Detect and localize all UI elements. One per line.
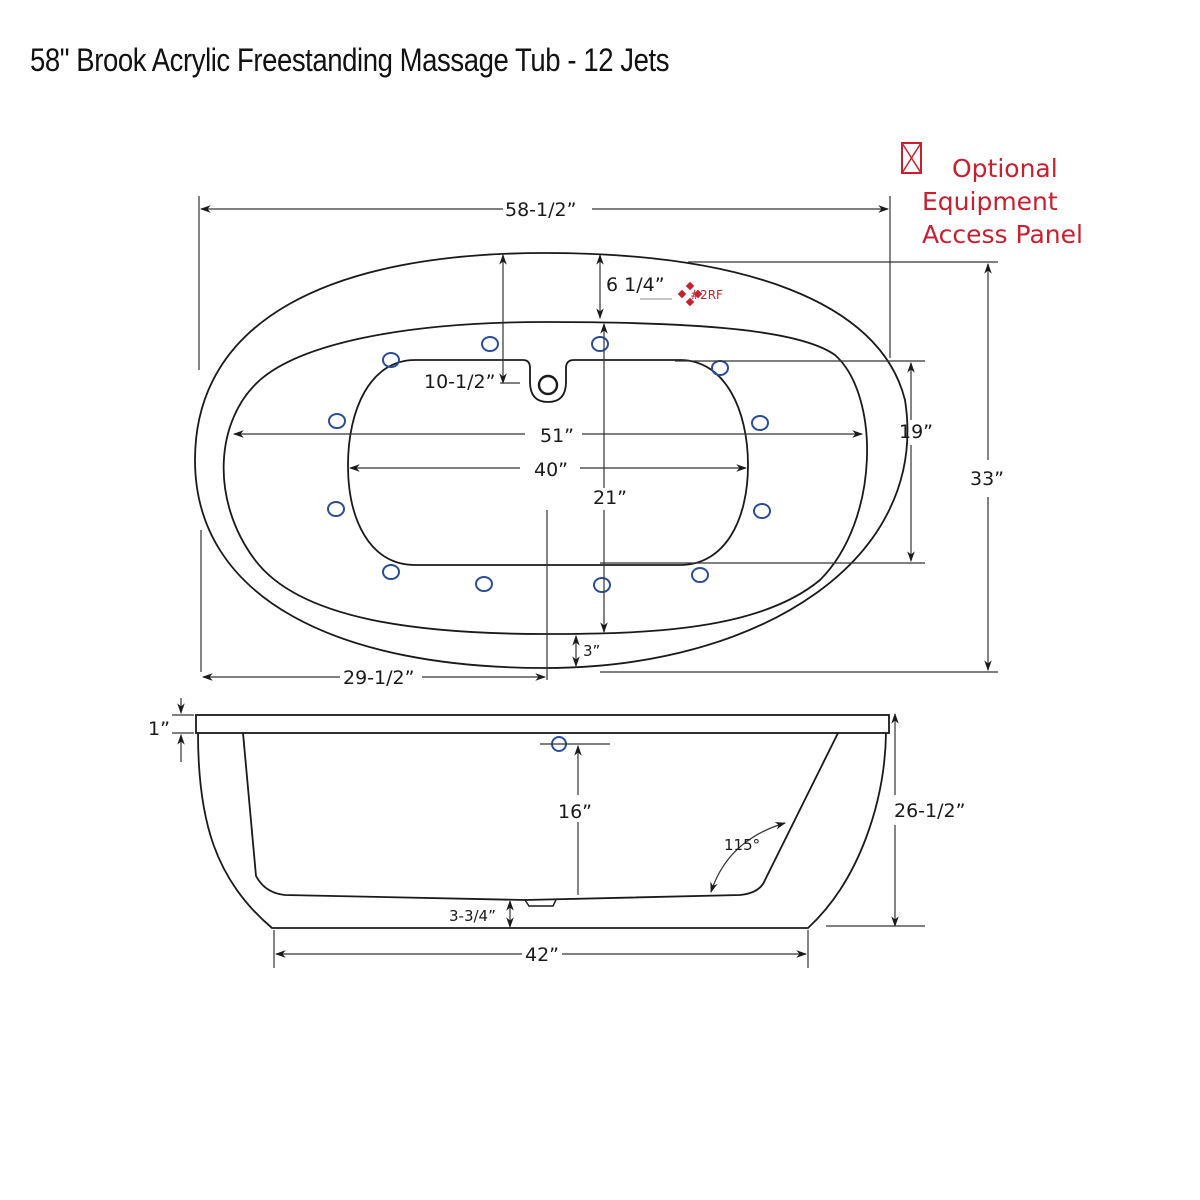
jet-icon bbox=[475, 576, 493, 592]
dim-rim-width: 6 1/4” bbox=[606, 274, 665, 296]
dim-bottom-rim: 3” bbox=[583, 642, 600, 660]
x-box-icon bbox=[901, 142, 922, 174]
dim-floor-thickness: 3-3/4” bbox=[449, 907, 496, 925]
jets bbox=[327, 336, 771, 593]
dim-interior-width: 21” bbox=[593, 487, 627, 509]
inner-basin-outline bbox=[242, 732, 839, 901]
jet-icon bbox=[328, 413, 346, 429]
marker-label: #2RF bbox=[690, 288, 723, 302]
dim-overall-height: 26-1/2” bbox=[894, 800, 965, 822]
dim-drain-offset: 10-1/2” bbox=[424, 371, 495, 393]
dim-rim-thickness: 1” bbox=[148, 718, 170, 740]
dim-base-length: 42” bbox=[525, 944, 559, 966]
dim-floor-length: 40” bbox=[534, 459, 568, 481]
dim-interior-length: 51” bbox=[540, 425, 574, 447]
jet-icon bbox=[711, 360, 729, 376]
jet-icon bbox=[591, 336, 609, 352]
drain-outline bbox=[524, 899, 557, 907]
jet-icon bbox=[593, 577, 611, 593]
side-view bbox=[195, 714, 890, 929]
dim-overall-length: 58-1/2” bbox=[505, 199, 576, 221]
dim-backrest-angle: 115° bbox=[724, 836, 760, 854]
access-panel-legend: Optional Equipment Access Panel bbox=[901, 142, 1083, 249]
legend-line-1: Optional bbox=[952, 154, 1058, 183]
legend-line-2: Equipment bbox=[922, 187, 1058, 216]
jet-icon bbox=[481, 336, 499, 352]
rim-outline bbox=[195, 714, 890, 734]
inner-rim-outline bbox=[222, 321, 868, 635]
outer-shell-outline bbox=[197, 732, 887, 929]
top-view bbox=[194, 252, 909, 669]
drain-icon bbox=[537, 374, 559, 396]
jet-icon bbox=[327, 501, 345, 517]
diamond-cluster-icon bbox=[677, 281, 703, 307]
jet-icon bbox=[382, 352, 400, 368]
floor-outline bbox=[347, 359, 749, 566]
legend-line-3: Access Panel bbox=[922, 220, 1083, 249]
dim-floor-width: 19” bbox=[899, 421, 933, 443]
dim-jet-height: 16” bbox=[558, 801, 592, 823]
dim-overall-width: 33” bbox=[970, 468, 1004, 490]
page-title: 58" Brook Acrylic Freestanding Massage T… bbox=[30, 42, 670, 78]
outer-rim-outline bbox=[194, 252, 909, 669]
jet-icon bbox=[751, 415, 769, 431]
jet-icon bbox=[691, 567, 709, 583]
jet-icon bbox=[382, 564, 400, 580]
jet-icon bbox=[753, 503, 771, 519]
dim-center-offset: 29-1/2” bbox=[343, 667, 414, 689]
